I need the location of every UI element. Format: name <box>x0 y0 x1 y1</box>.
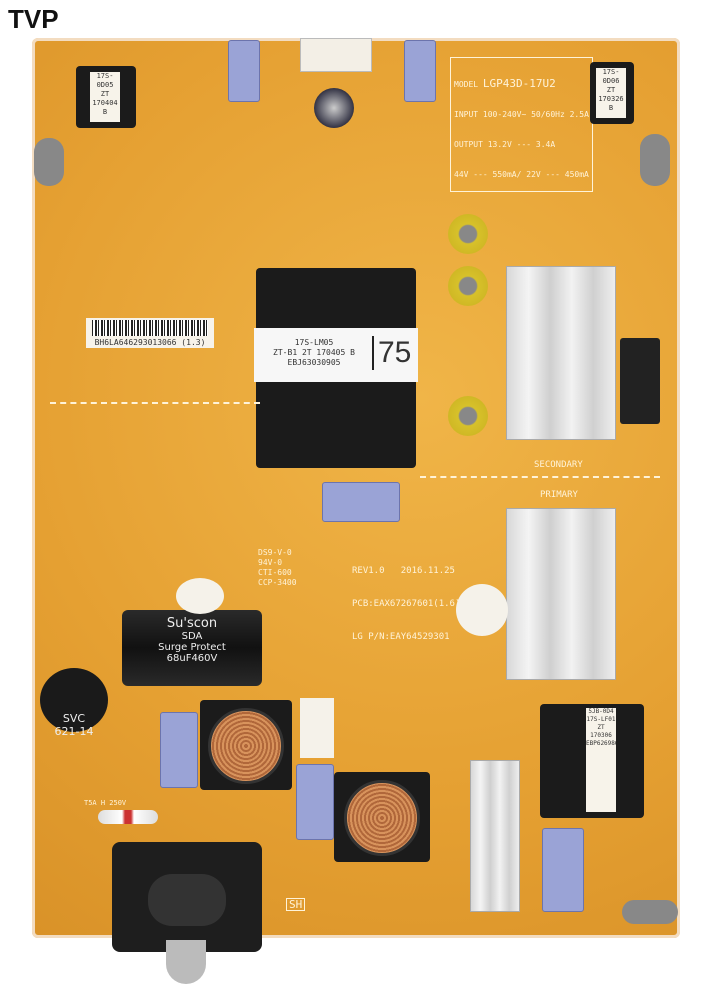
main-transformer-label: 17S-LM05 ZT-B1 2T 170405 B EBJ63030905 7… <box>254 328 418 382</box>
electrolytic-capacitor <box>448 214 488 254</box>
input-value: 100-240V~ 50/60Hz 2.5A <box>482 110 589 119</box>
connector-top <box>300 38 372 72</box>
fuse <box>98 810 158 824</box>
barcode <box>92 320 208 336</box>
varistor: SVC 621-14 <box>40 668 108 738</box>
watermark: TVP <box>8 4 59 34</box>
right-transformer-label: 17S-0D06 ZT 170326 B <box>596 68 626 118</box>
input-caption: INPUT <box>454 110 479 119</box>
output-line2: 44V --- 550mA/ 22V --- 450mA <box>454 170 589 179</box>
mounting-bracket <box>640 134 670 186</box>
capacitor-series: SDA <box>181 631 203 642</box>
capacitor-blue <box>160 712 198 788</box>
capacitor-blue <box>404 40 436 102</box>
electrolytic-capacitor <box>448 266 488 306</box>
model-value: LGP43D-17U2 <box>482 77 556 90</box>
transformer-number: 75 <box>372 336 411 370</box>
transformer-line2: ZT-B1 2T 170405 B <box>273 348 355 357</box>
heatsink-bridge <box>470 760 520 912</box>
mounting-bracket <box>34 138 64 186</box>
capacitor-blue <box>296 764 334 840</box>
capacitor-desc: Surge Protect <box>158 642 226 653</box>
mounting-bracket <box>622 900 678 924</box>
pcb-info: REV1.0 2016.11.25 PCB:EAX67267601(1.6) L… <box>352 544 460 654</box>
pcb-rev: REV1.0 2016.11.25 <box>352 566 455 576</box>
ac-inlet[interactable] <box>112 842 262 984</box>
varistor-label: SVC 621-14 <box>54 712 94 738</box>
heatsink-secondary <box>506 266 616 440</box>
sh-mark: SH <box>286 898 306 911</box>
capacitor-blue <box>322 482 400 522</box>
model-label: MODEL LGP43D-17U2 INPUT 100-240V~ 50/60H… <box>450 57 593 192</box>
common-mode-choke <box>334 772 430 862</box>
left-transformer-label: 17S-0D05 ZT 170404 B <box>90 72 120 122</box>
capacitor-white <box>176 578 224 614</box>
pcb-part-number: LG P/N:EAY64529301 <box>352 632 450 642</box>
right-small-transformer: 17S-0D06 ZT 170326 B <box>590 62 634 124</box>
capacitor-value: 68uF460V <box>166 653 218 664</box>
capacitor-blue <box>228 40 260 102</box>
left-small-transformer: 17S-0D05 ZT 170404 B <box>76 66 136 128</box>
barcode-text: BH6LA646293013066 (1.3) <box>94 338 206 347</box>
standby-transformer-label: 5JB-0D4 17S-LF01 ZT 170306 EBP62698601 <box>586 708 616 812</box>
standby-transformer: 5JB-0D4 17S-LF01 ZT 170306 EBP62698601 <box>540 704 644 818</box>
isolation-line <box>50 402 260 404</box>
common-mode-choke <box>200 700 292 790</box>
output-caption: OUTPUT <box>454 140 483 149</box>
transformer-line3: EBJ63030905 <box>287 358 341 367</box>
main-transformer: 17S-LM05 ZT-B1 2T 170405 B EBJ63030905 7… <box>254 268 418 468</box>
capacitor-white <box>300 698 334 758</box>
model-caption: MODEL <box>454 80 479 89</box>
electrolytic-capacitor <box>448 396 488 436</box>
output-connector <box>620 338 660 424</box>
capacitor-blue <box>542 828 584 912</box>
output-line1: 13.2V --- 3.4A <box>487 140 556 149</box>
pcb-number: PCB:EAX67267601(1.6) <box>352 599 461 609</box>
electrolytic-capacitor <box>314 88 354 128</box>
barcode-sticker: BH6LA646293013066 (1.3) <box>86 318 214 348</box>
capacitor-white <box>456 584 508 636</box>
transformer-line1: 17S-LM05 <box>294 338 334 347</box>
heatsink-primary <box>506 508 616 680</box>
fuse-label: T5A H 250V <box>84 799 127 807</box>
secondary-label: SECONDARY <box>534 460 583 470</box>
ratings-text: DS9-V-0 94V-0 CTI-600 CCP-3400 <box>258 548 297 587</box>
primary-label: PRIMARY <box>540 490 578 500</box>
bulk-capacitor: Su'scon SDA Surge Protect 68uF460V <box>122 610 262 686</box>
capacitor-brand: Su'scon <box>166 616 218 631</box>
isolation-line <box>420 476 660 478</box>
